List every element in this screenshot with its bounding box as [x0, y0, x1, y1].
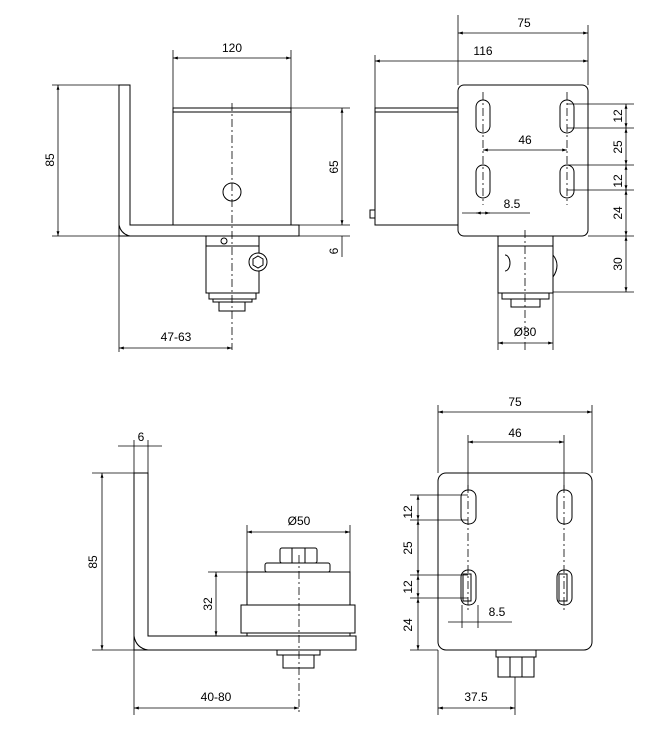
dim-slot-spacing-h: 46	[508, 426, 522, 440]
side-view-top: 120 85 65 6 47-63	[43, 41, 350, 352]
dim-slot-width: 8.5	[504, 197, 521, 211]
nut	[279, 547, 318, 564]
dim-offset: 47-63	[161, 330, 192, 344]
dim-bottom-margin: 24	[401, 618, 415, 632]
dim-roller-height: 32	[201, 597, 215, 611]
dim-height: 85	[86, 555, 100, 569]
dim-width: 120	[222, 41, 242, 55]
set-screw	[248, 252, 268, 272]
dim-height: 85	[43, 153, 57, 167]
dim-plate-width: 75	[508, 395, 522, 409]
roller-housing	[374, 107, 459, 226]
dim-slot-len-1: 12	[401, 505, 415, 519]
dim-slot-spacing-h: 46	[518, 133, 532, 147]
dim-slot-len-2: 12	[401, 580, 415, 594]
slots	[460, 489, 573, 606]
dim-plate-thickness: 6	[327, 247, 341, 254]
front-view-bottom: 75 46 12 25 12 24 8.5 37.5	[401, 395, 593, 715]
dim-slot-len-1: 12	[611, 109, 625, 123]
roller-housing	[172, 107, 292, 226]
dim-slot-width: 8.5	[489, 605, 506, 619]
side-view-bottom: 6 85 Ø50 32 40-80	[86, 430, 357, 715]
dim-roller-dia: Ø30	[514, 325, 537, 339]
front-view-top: 75 116 46 8.5 12 25 12 24 30 Ø30	[369, 15, 634, 350]
dim-roller-dia: Ø50	[288, 514, 311, 528]
dim-slot-len-2: 12	[611, 174, 625, 188]
dim-offset: 40-80	[201, 690, 232, 704]
dim-plate-thickness: 6	[138, 430, 145, 444]
dim-plate-width: 75	[517, 16, 531, 30]
vertical-dims: 12 25 12 24	[401, 494, 468, 651]
dim-bottom-margin: 24	[611, 206, 625, 220]
dim-center-offset: 37.5	[464, 690, 488, 704]
dim-slot-spacing-v: 25	[401, 541, 415, 555]
dim-roller-height: 65	[327, 160, 341, 174]
nut	[497, 656, 535, 678]
dim-slot-spacing-v: 25	[611, 140, 625, 154]
dim-roller-drop: 30	[611, 257, 625, 271]
vertical-dims: 12 25 12 24 30	[553, 103, 634, 293]
dim-overall-length: 116	[473, 44, 492, 58]
